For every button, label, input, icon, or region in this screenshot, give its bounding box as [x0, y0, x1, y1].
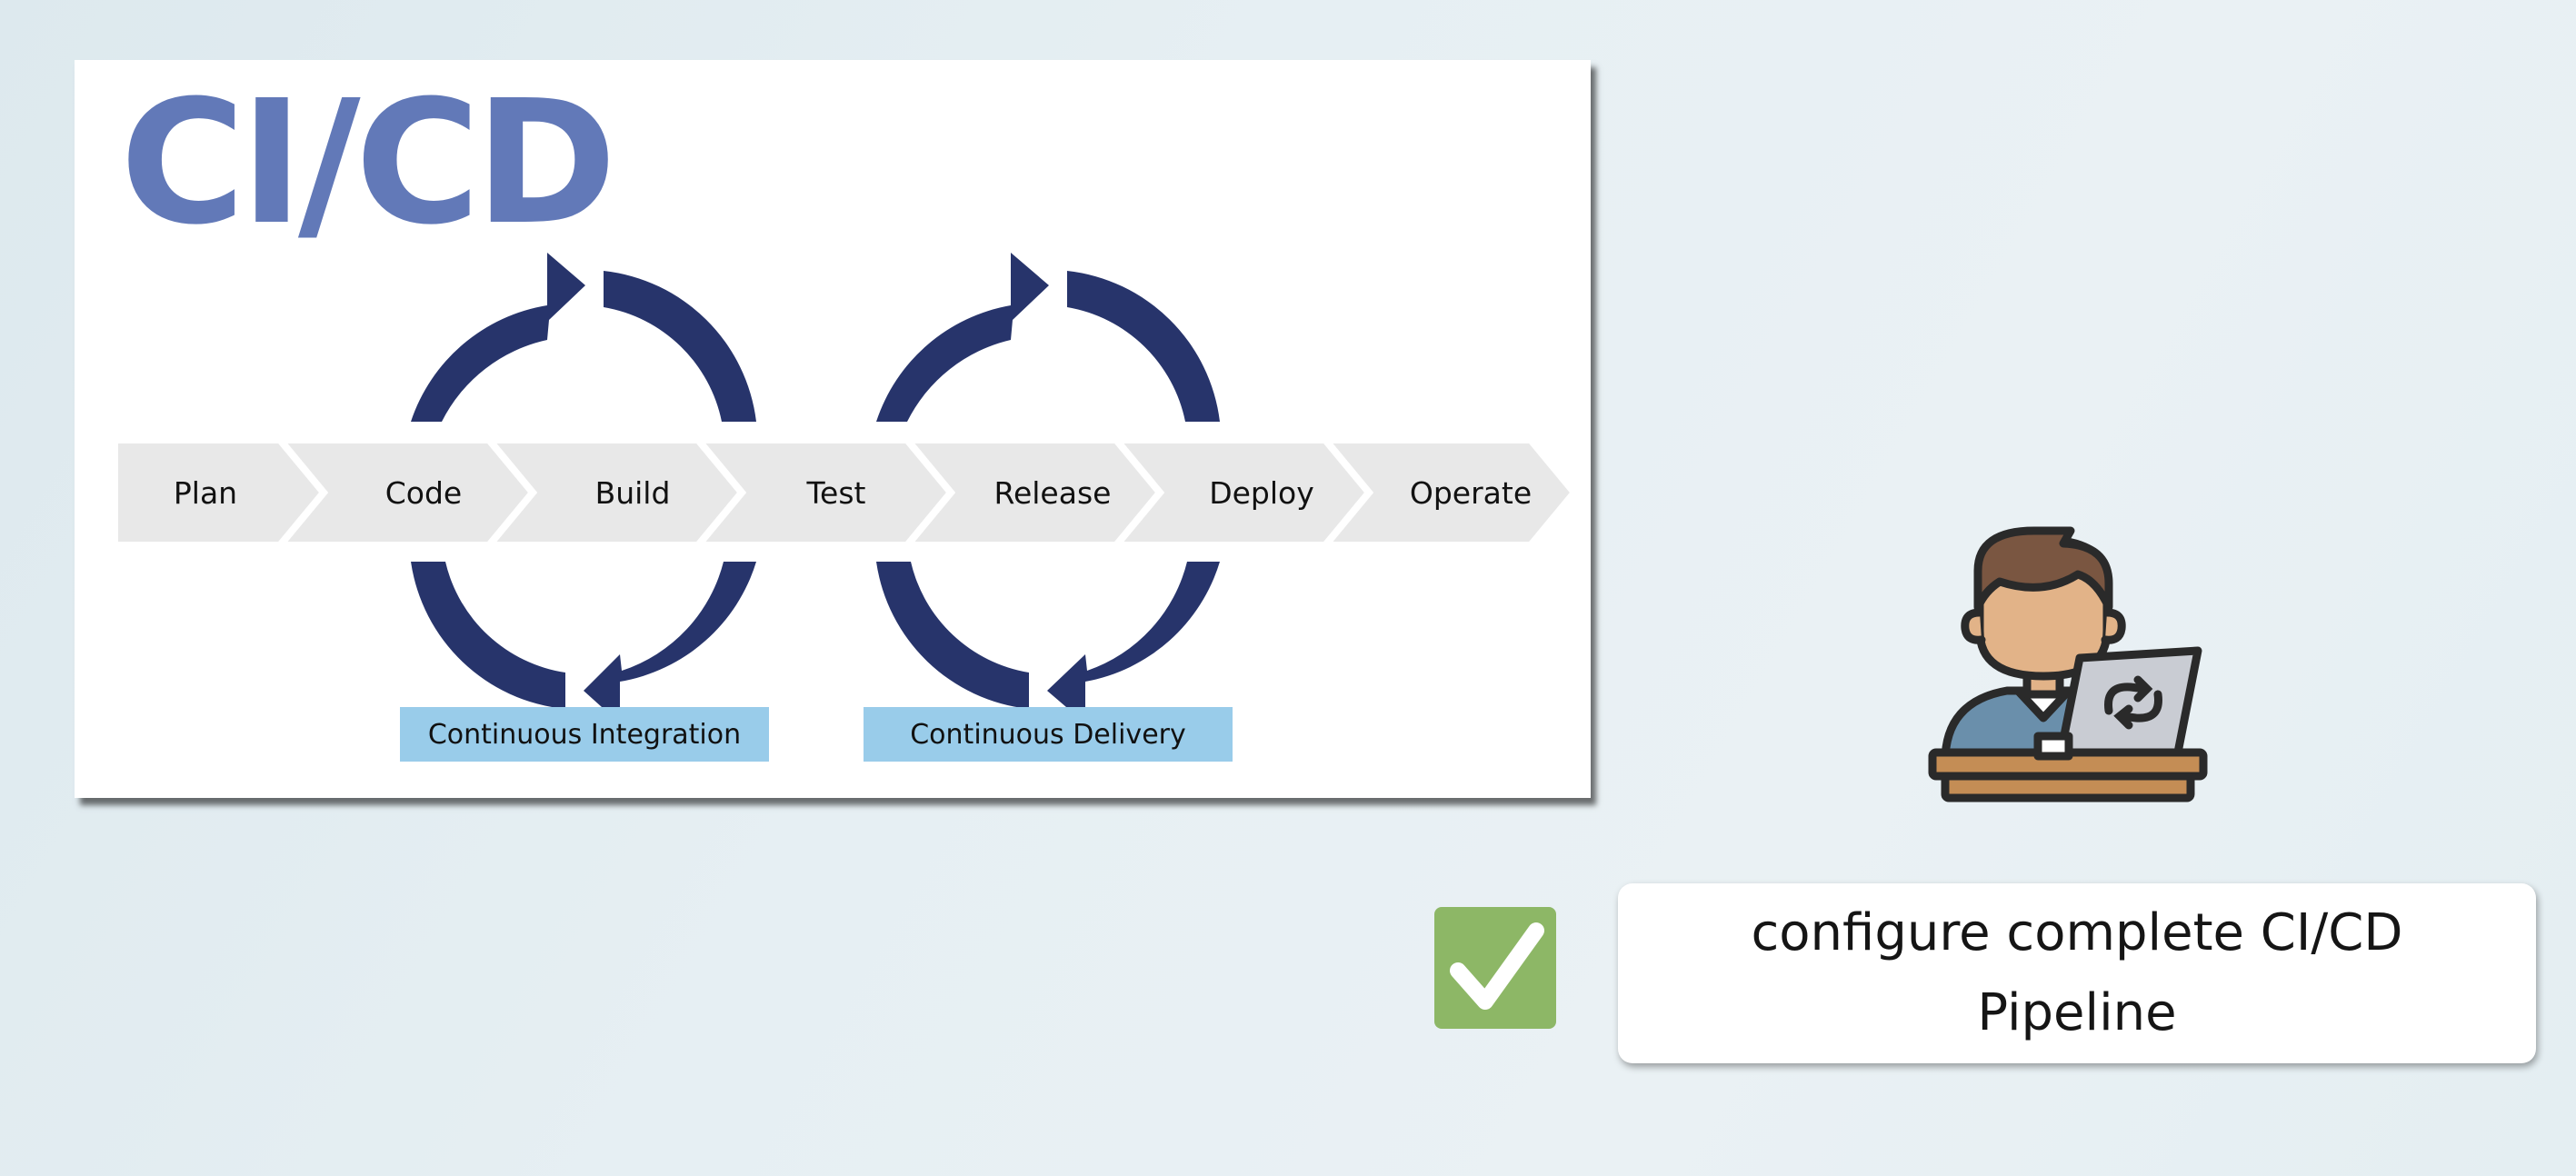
ci-bottom-left-arc [411, 562, 565, 709]
ci-top-right-arc [604, 271, 756, 422]
task-text: configure complete CI/CD Pipeline [1751, 903, 2403, 1042]
developer-laptop-icon [1927, 523, 2218, 805]
check-icon [1450, 922, 1544, 1010]
task-checkbox[interactable] [1434, 907, 1556, 1029]
task-card: configure complete CI/CD Pipeline [1618, 883, 2536, 1063]
stage-operate: Operate [1409, 474, 1533, 511]
sync-icon [2104, 675, 2162, 730]
stage-build: Build [594, 474, 671, 511]
stage-release: Release [993, 474, 1112, 511]
ci-bottom-right-arrow-icon [584, 562, 756, 723]
cd-top-left-arrow-icon [876, 253, 1049, 422]
stage-test: Test [806, 474, 866, 511]
stage-code: Code [384, 474, 463, 511]
cicd-diagram-card: CI/CD Plan Cod [75, 60, 1591, 798]
cd-bottom-right-arrow-icon [1047, 562, 1220, 723]
cd-top-right-arc [1067, 271, 1220, 422]
cd-badge: Continuous Delivery [864, 707, 1233, 762]
diagram-title: CI/CD [120, 64, 617, 263]
cd-bottom-left-arc [876, 562, 1029, 709]
stage-deploy: Deploy [1209, 474, 1314, 511]
pipeline-stages: Plan Code Build Test Release Deploy Oper… [115, 440, 1574, 545]
ci-badge: Continuous Integration [400, 707, 769, 762]
stage-plan: Plan [173, 474, 238, 511]
ci-top-left-arrow-icon [411, 253, 585, 422]
stage-chevrons [115, 440, 1574, 545]
